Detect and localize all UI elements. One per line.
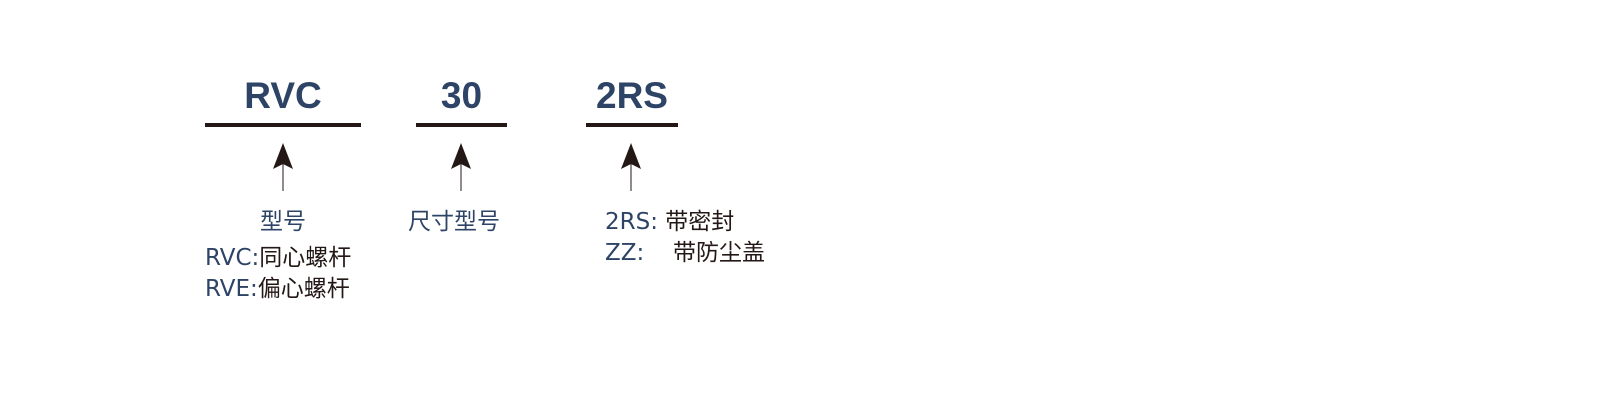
option-rvc: RVC:同心螺杆 <box>205 243 351 274</box>
label-series: 型号 <box>260 209 306 235</box>
option-rve: RVE:偏心螺杆 <box>205 274 350 305</box>
label-size: 尺寸型号 <box>408 209 500 235</box>
option-key: ZZ: <box>605 240 645 266</box>
option-zz: ZZ: 带防尘盖 <box>605 238 765 269</box>
option-value: 带防尘盖 <box>673 240 765 266</box>
arrow-up-icon <box>451 143 471 191</box>
underline-seal <box>586 123 678 127</box>
option-key: 2RS: <box>605 209 658 235</box>
code-size: 30 <box>440 75 483 116</box>
option-2rs: 2RS: 带密封 <box>605 207 734 238</box>
option-value: 带密封 <box>665 209 735 235</box>
code-seal: 2RS <box>596 75 668 116</box>
option-value: 偏心螺杆 <box>257 276 350 302</box>
code-series: RVC <box>244 75 322 116</box>
option-value: 同心螺杆 <box>259 245 352 271</box>
underline-series <box>205 123 361 127</box>
arrow-up-icon <box>621 143 641 191</box>
option-key: RVC: <box>205 245 260 271</box>
underline-size <box>416 123 507 127</box>
arrow-up-icon <box>273 143 293 191</box>
option-key: RVE: <box>205 276 258 302</box>
